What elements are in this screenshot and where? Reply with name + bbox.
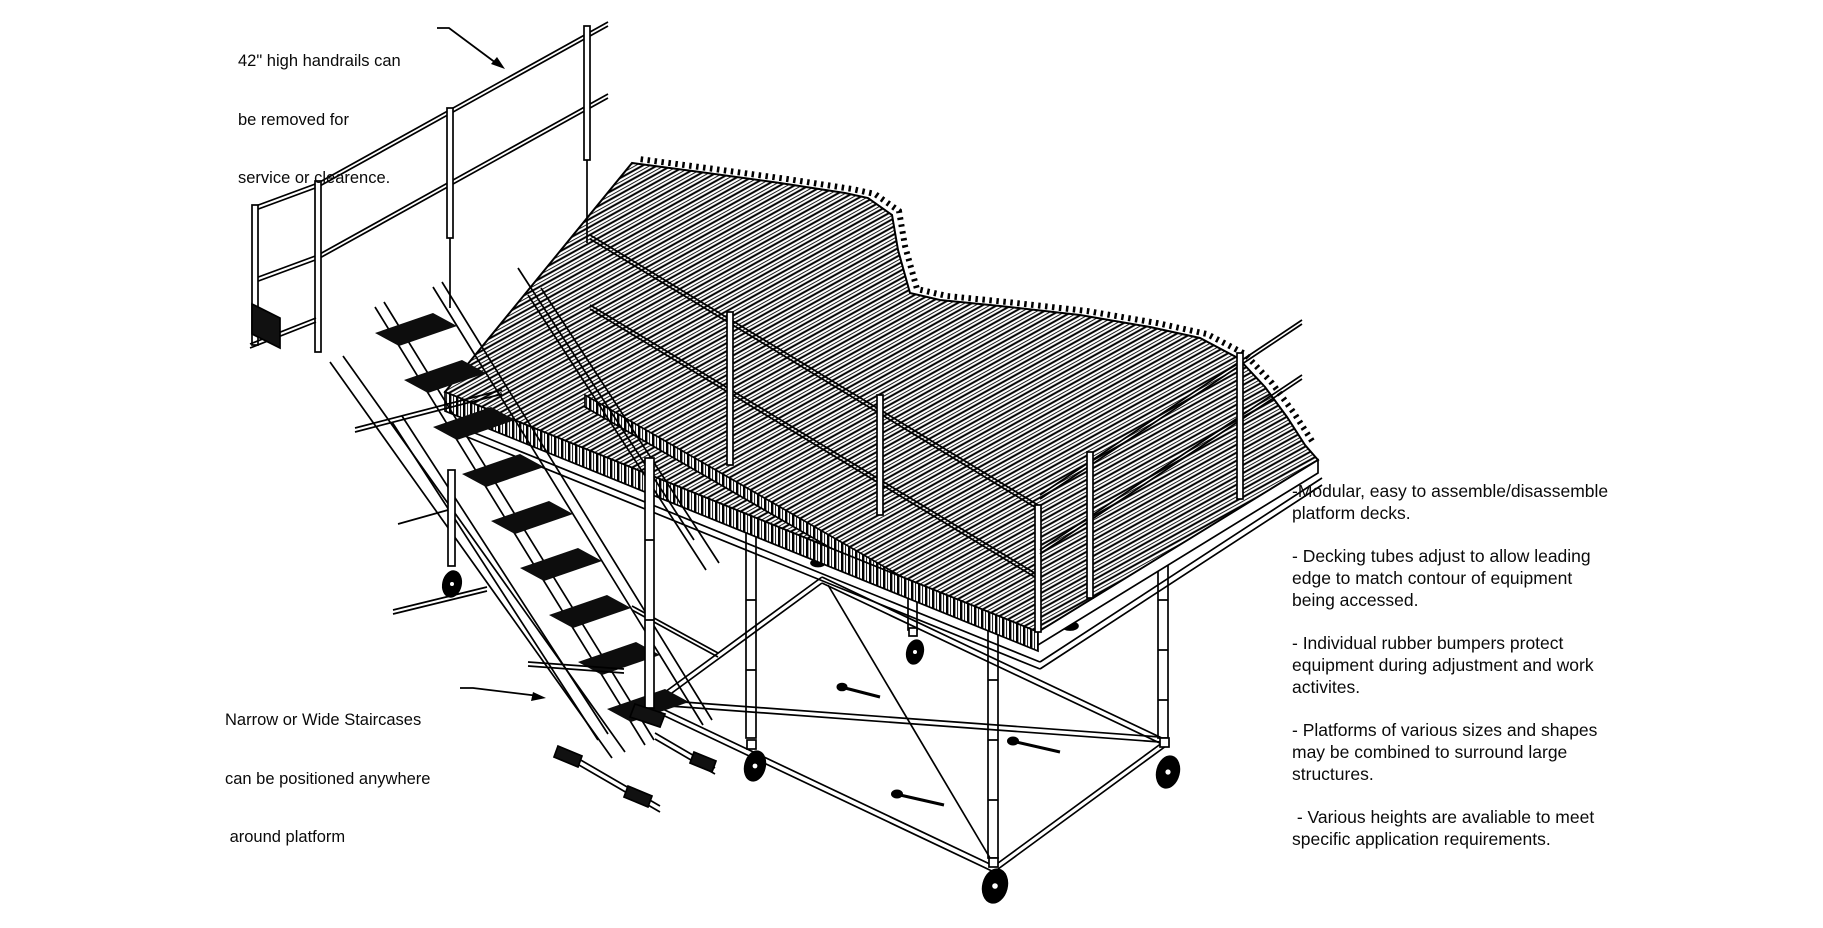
leader-arrow-handrails-icon	[437, 27, 505, 69]
handrail-front-left	[589, 234, 1042, 633]
leader-arrow-staircase-icon	[460, 687, 546, 701]
stair-side-support	[628, 457, 667, 729]
handrail-front-right	[1039, 319, 1303, 599]
callout-handrails-line: service or clearence.	[238, 169, 391, 187]
mount-bracket	[251, 302, 281, 350]
callout-handrails: 42" high handrails can be removed for se…	[238, 13, 401, 228]
callout-staircase: Narrow or Wide Staircases can be positio…	[225, 672, 430, 887]
clamp-handle-icons	[836, 682, 1061, 807]
staircase	[329, 267, 720, 813]
callout-arrows	[437, 27, 546, 701]
callout-staircase-line: around platform	[225, 828, 346, 846]
deck-fascia	[1037, 458, 1319, 647]
callout-staircase-line: can be positioned anywhere	[225, 769, 431, 788]
callout-handrails-line: be removed for	[238, 110, 349, 129]
stair-treads	[375, 313, 689, 722]
handrail-landing-removable	[249, 21, 609, 353]
callout-handrails-line: 42" high handrails can	[238, 52, 401, 70]
caster-wheels	[743, 627, 1181, 904]
callout-staircase-line: Narrow or Wide Staircases	[225, 711, 422, 729]
stair-support-caster	[397, 469, 463, 598]
stair-base-skids	[552, 732, 718, 813]
